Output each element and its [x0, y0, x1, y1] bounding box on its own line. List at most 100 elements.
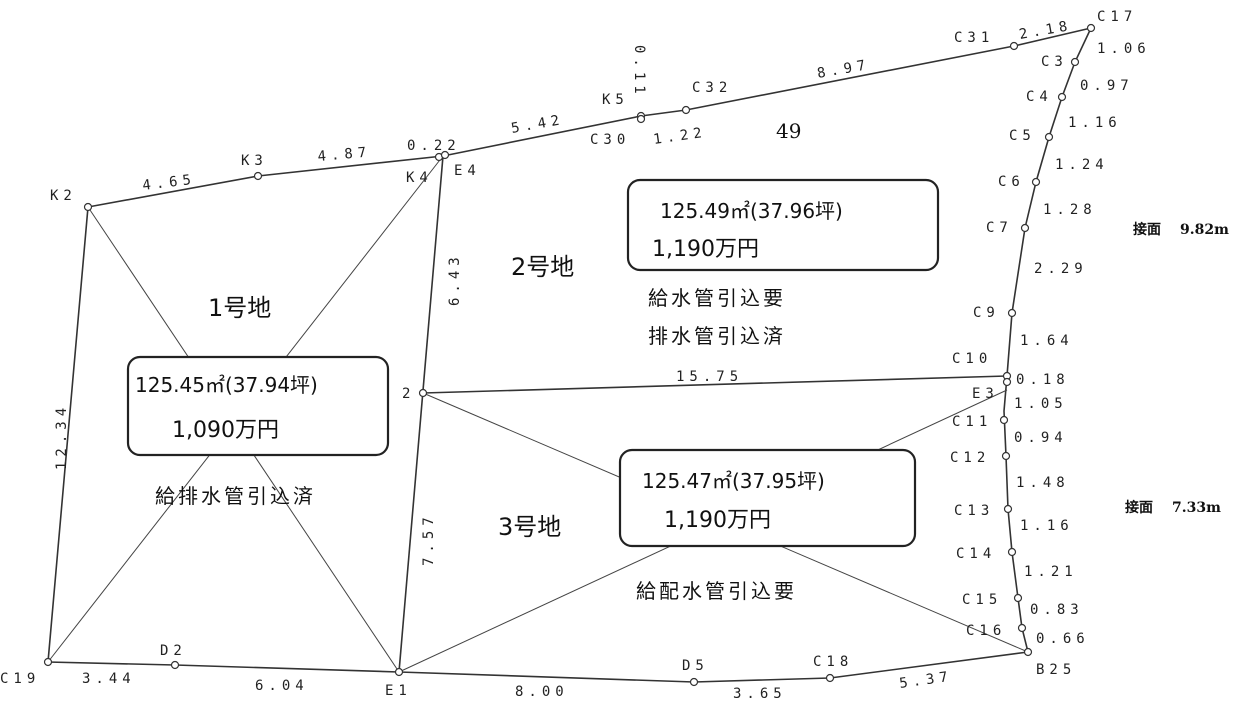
marker-k2 [83, 202, 93, 212]
dimension-label: 0.18 [1016, 372, 1070, 388]
frontage-label: 接面 [1125, 499, 1153, 516]
point-label: C12 [950, 450, 990, 466]
marker-c15 [1013, 593, 1023, 603]
dimension-label: 1.24 [1055, 157, 1109, 173]
marker-c31 [1009, 41, 1019, 51]
dimension-label: 1.22 [652, 125, 707, 148]
dimension-label: 1.64 [1020, 333, 1074, 349]
marker-b25 [1023, 647, 1033, 657]
point-label: C3 [1041, 54, 1068, 70]
lot-info-box [618, 448, 917, 548]
dimension-label: 3.44 [82, 671, 136, 687]
dimension-label: 1.16 [1020, 518, 1074, 534]
frontage-value: 7.33m [1172, 500, 1221, 516]
point-labels: C17 C31 C3 C4 C5 C6 C7 C9 C10 E3 C11 C12… [0, 9, 1137, 699]
frontage-value: 9.82m [1180, 222, 1229, 238]
frontage-notes: 接面 9.82m 接面 7.33m [1125, 221, 1229, 516]
lot-price: 1,190万円 [664, 508, 771, 533]
point-label: C18 [813, 654, 853, 670]
marker-c4 [1057, 92, 1067, 102]
point-label: C19 [0, 671, 40, 687]
point-label: D2 [160, 643, 187, 659]
point-label: C13 [954, 503, 994, 519]
dimension-label: 8.00 [515, 684, 569, 700]
lot-info-box [126, 355, 390, 457]
dimension-label: 0.11 [631, 45, 647, 99]
marker-c19 [43, 657, 53, 667]
marker-c32 [681, 105, 691, 115]
dimension-label: 1.05 [1014, 396, 1068, 412]
dimension-label: 3.65 [733, 686, 787, 702]
marker-c30 [636, 114, 646, 124]
point-label: C5 [1009, 128, 1036, 144]
point-label: C11 [952, 414, 992, 430]
point-label: C17 [1097, 9, 1137, 25]
lot-line-e2-c10 [422, 375, 1008, 394]
marker-c13 [1003, 504, 1013, 514]
point-label: D5 [682, 658, 709, 674]
point-label: C6 [998, 174, 1025, 190]
lot-line-e4-e1 [398, 155, 444, 673]
lot-note: 給配水管引込要 [636, 579, 797, 603]
dimension-label: 1.28 [1043, 202, 1097, 218]
point-label: C15 [962, 592, 1002, 608]
point-label: E3 [972, 386, 999, 402]
dimension-label: 4.65 [142, 172, 197, 194]
marker-c7 [1020, 223, 1030, 233]
point-label: C10 [952, 351, 992, 367]
marker-c17 [1086, 23, 1096, 33]
marker-c12 [1001, 451, 1011, 461]
marker-c5 [1044, 132, 1054, 142]
point-label: K5 [602, 92, 629, 108]
marker-d2 [170, 660, 180, 670]
dimension-label: 8.97 [816, 57, 872, 82]
lot-note: 給排水管引込済 [155, 484, 316, 508]
marker-c14 [1007, 547, 1017, 557]
marker-e2 [418, 388, 428, 398]
point-label: C16 [966, 623, 1006, 639]
marker-c18 [825, 673, 835, 683]
dimension-label: 0.22 [407, 138, 461, 154]
dimension-label: 1.16 [1068, 115, 1122, 131]
dimension-label: 0.66 [1036, 631, 1090, 647]
frontage-label: 接面 [1133, 221, 1161, 238]
lot-3: 3号地 125.47㎡(37.95坪) 1,190万円 給配水管引込要 [498, 448, 917, 603]
lot-price: 1,090万円 [172, 418, 279, 443]
dimension-label: 15.75 [676, 369, 743, 385]
marker-c9 [1007, 308, 1017, 318]
dimension-label: 0.94 [1014, 430, 1068, 446]
lot-name: 2号地 [511, 253, 574, 281]
lot-note: 給水管引込要 [648, 286, 786, 310]
dimension-label: 2.29 [1034, 261, 1088, 277]
dimension-label: 6.04 [255, 678, 309, 694]
marker-c6 [1031, 177, 1041, 187]
point-label: B25 [1036, 662, 1076, 678]
dimension-label: 6.43 [447, 252, 463, 306]
marker-e4 [440, 150, 450, 160]
marker-e3 [1002, 377, 1012, 387]
dimension-label: 1.21 [1024, 564, 1078, 580]
lot-info-box [626, 178, 940, 272]
dimension-label: 0.83 [1030, 602, 1084, 618]
lot-area: 125.47㎡(37.95坪) [642, 469, 825, 493]
dimension-label: 7.57 [421, 512, 437, 566]
marker-c16 [1017, 623, 1027, 633]
lot-area: 125.45㎡(37.94坪) [135, 373, 318, 397]
marker-c11 [999, 415, 1009, 425]
dimension-label: 4.87 [317, 144, 372, 165]
lot-1: 1号地 125.45㎡(37.94坪) 1,090万円 給排水管引込済 [126, 294, 390, 508]
point-label: E1 [385, 683, 412, 699]
lot-area: 125.49㎡(37.96坪) [660, 199, 843, 223]
dimension-label: 5.37 [898, 669, 953, 692]
dimension-label: 1.48 [1016, 475, 1070, 491]
point-label: C32 [692, 80, 732, 96]
point-label: K2 [50, 188, 77, 204]
point-label: C14 [956, 546, 996, 562]
parcel-number: 49 [776, 119, 801, 143]
point-label: E4 [454, 163, 481, 179]
point-label: C4 [1026, 89, 1053, 105]
dimension-label: 0.97 [1080, 78, 1134, 94]
lot-name: 1号地 [208, 294, 271, 322]
